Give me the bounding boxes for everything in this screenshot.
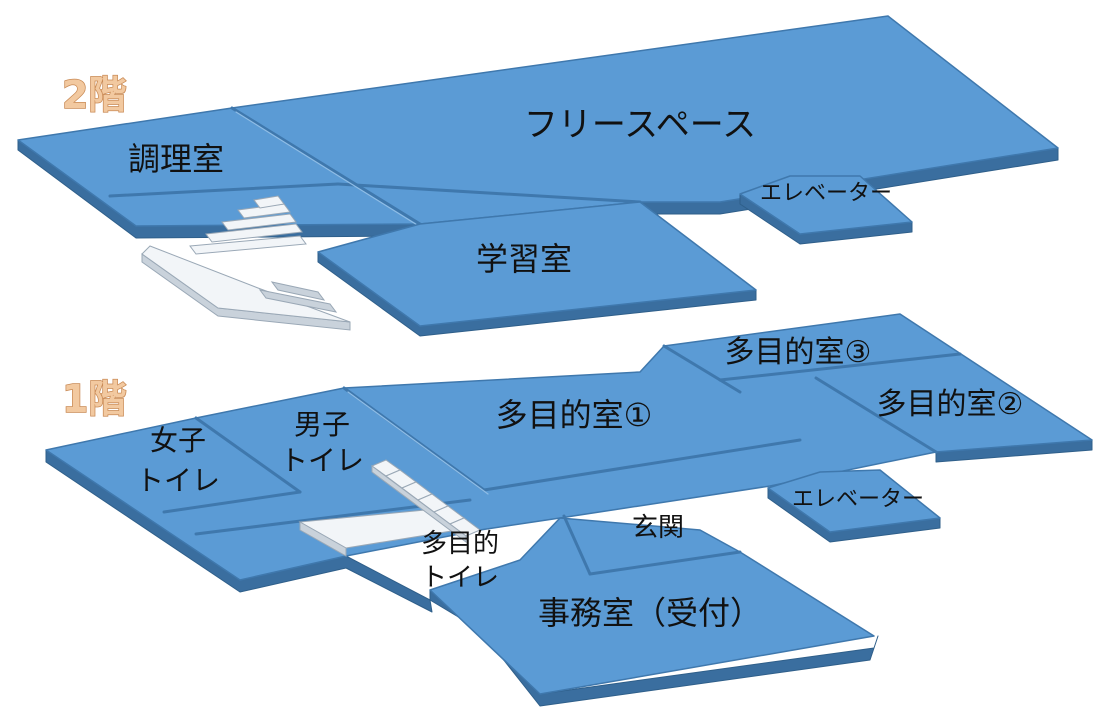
floor-2-wall [336,182,642,204]
floor-1: 1階 多目的室① 多目的室③ 多目的室② 女子 トイレ 男子 トイレ 多目的 ト… [45,313,1093,707]
office-block[interactable] [429,517,875,695]
womens-toilet-label-line1: 女子 [150,424,206,457]
floor-1-wall [562,514,592,576]
study-room-label: 学習室 [476,240,572,278]
elevator-1f-block[interactable] [767,469,941,533]
womens-toilet-label-line2: トイレ [136,464,220,497]
floor-2-label: 2階 [62,73,126,117]
mens-toilet-label-line1: 男子 [294,408,350,441]
floor-1-slab [45,313,1093,581]
multipurpose-3-label: 多目的室③ [725,335,872,370]
mens-toilet-label-line2: トイレ [280,444,364,477]
entrance-label: 玄関 [632,513,684,543]
multipurpose-2-label: 多目的室② [877,387,1024,422]
elevator-1f-label: エレベーター [792,487,924,512]
stairs-2f [141,195,351,331]
study-room-block[interactable] [317,201,757,327]
floor-1-wall [342,386,486,492]
floor-2-wall [108,182,340,198]
floor-2-wall [230,106,422,226]
floor-1-wall [718,352,962,382]
elevator-2f-block[interactable] [739,175,913,235]
multipurpose-1-label: 多目的室① [496,396,653,434]
floor-1-wall [588,550,742,576]
free-space-label: フリースペース [524,105,756,145]
floor-1-wall [814,376,938,454]
floor-2: 2階 フリースペース 調理室 学習室 エレベーター [17,15,1059,337]
kitchen-label: 調理室 [128,140,224,178]
floor-1-wall [482,438,802,492]
floor-1-label: 1階 [62,377,126,421]
elevator-2f-label: エレベーター [760,181,892,206]
floor-1-wall [194,416,302,494]
floor-1-wall [662,344,742,394]
office-label: 事務室（受付） [538,594,762,632]
floor-1-wall [162,490,302,514]
stairs-1f [298,459,481,557]
accessible-toilet-label-line2: トイレ [421,563,499,593]
accessible-toilet-label-line1: 多目的 [421,529,499,559]
